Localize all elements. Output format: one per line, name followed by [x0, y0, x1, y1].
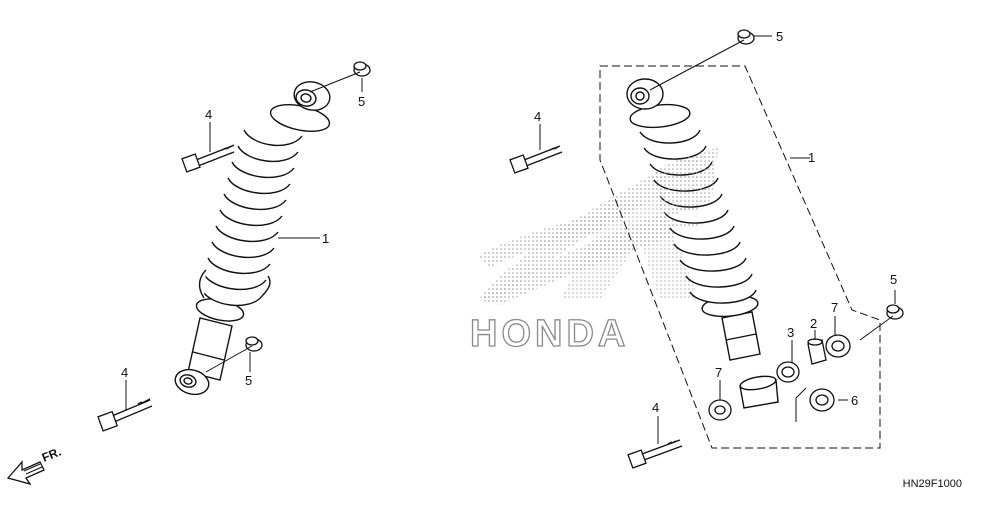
right-bolt-bottom [627, 439, 683, 469]
honda-watermark-text: HONDA [470, 313, 629, 355]
assembly-outline [599, 65, 881, 449]
callout-left-nut-bottom: 5 [245, 373, 252, 388]
callout-right-seal-lower: 7 [715, 365, 722, 380]
callout-left-bolt-bottom: 4 [121, 365, 128, 380]
left-bolt-top [181, 144, 235, 173]
left-nut-bottom [245, 336, 263, 352]
right-bolt-top [509, 145, 563, 174]
left-bolt-bottom [97, 398, 153, 432]
front-direction-arrow: FR. [6, 445, 63, 486]
right-leader-lines [539, 35, 896, 444]
callout-right-bearing: 3 [787, 325, 794, 340]
callout-right-nut-mid: 5 [890, 272, 897, 287]
left-leader-lines [125, 71, 363, 410]
callout-right-bolt-top: 4 [534, 109, 541, 124]
right-nut-mid [886, 304, 904, 320]
callout-left-shock: 1 [322, 231, 329, 246]
direction-label: FR. [40, 445, 63, 465]
dust-seal-lower [708, 399, 732, 421]
dust-seal-upper [825, 334, 851, 358]
callout-right-bearing-kit: 6 [851, 393, 858, 408]
honda-wing-watermark [478, 150, 700, 305]
needle-bearing [776, 361, 800, 383]
callout-left-bolt-top: 4 [205, 107, 212, 122]
left-shock-absorber [174, 81, 331, 396]
right-nut-top [737, 29, 755, 45]
callout-right-bushing: 2 [810, 316, 817, 331]
callout-right-seal-upper: 7 [831, 300, 838, 315]
bearing-kit [809, 388, 835, 412]
spring-shading [655, 148, 718, 220]
callout-right-bolt-bottom: 4 [652, 400, 659, 415]
callout-left-nut-top: 5 [358, 94, 365, 109]
diagram-code: HN29F1000 [902, 478, 962, 490]
bushing [807, 338, 827, 365]
callout-right-nut-top: 5 [776, 29, 783, 44]
callout-right-shock: 1 [808, 150, 815, 165]
